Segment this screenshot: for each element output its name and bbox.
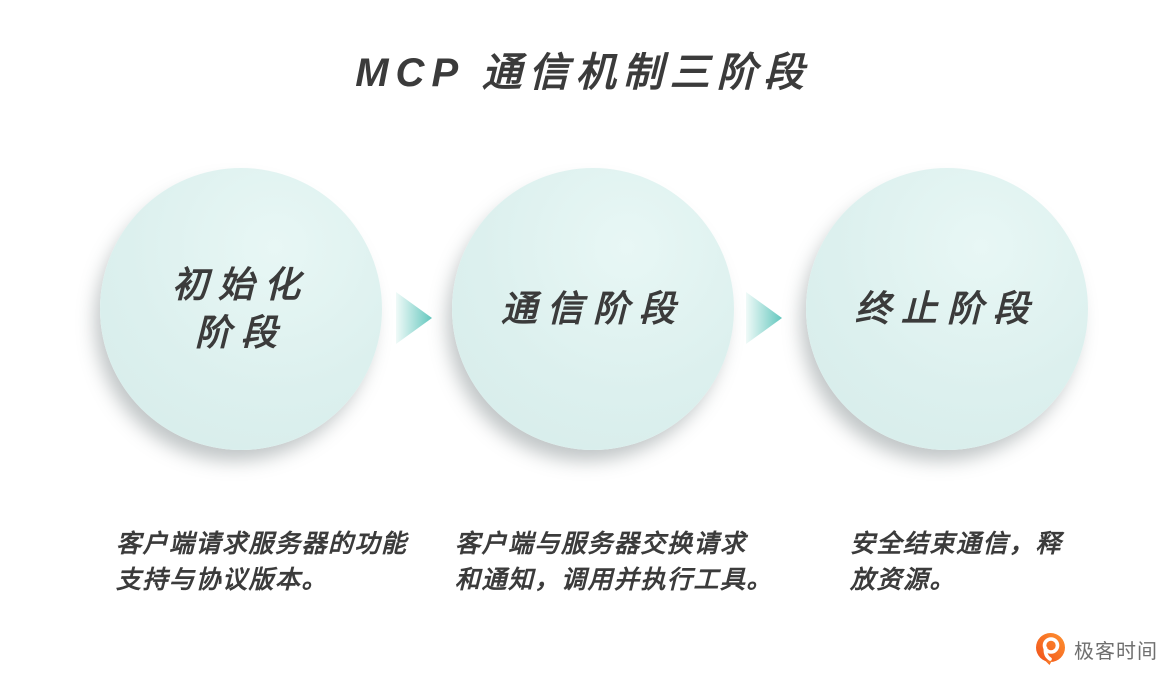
stage-description-initialization: 客户端请求服务器的功能 支持与协议版本。	[116, 530, 408, 594]
page-title: MCP 通信机制三阶段	[355, 51, 811, 95]
geektime-logo-icon	[1036, 633, 1065, 665]
flow-arrow-icon-2	[746, 292, 782, 344]
stage-circle-initialization: 初始化 阶段	[100, 168, 382, 450]
stage-description-termination: 安全结束通信，释 放资源。	[850, 530, 1063, 594]
brand-name: 极客时间	[1074, 640, 1158, 663]
stage-circle-termination: 终止阶段	[806, 168, 1088, 450]
flow-arrow-icon-1	[396, 292, 432, 344]
stage-label-communication: 通信阶段	[500, 288, 685, 329]
stage-description-communication: 客户端与服务器交换请求 和通知，调用并执行工具。	[455, 530, 774, 594]
brand-logo: 极客时间	[1034, 632, 1158, 666]
stage-label-initialization: 初始化 阶段	[171, 264, 310, 353]
stage-circle-communication: 通信阶段	[452, 168, 734, 450]
stage-label-termination: 终止阶段	[854, 288, 1039, 329]
